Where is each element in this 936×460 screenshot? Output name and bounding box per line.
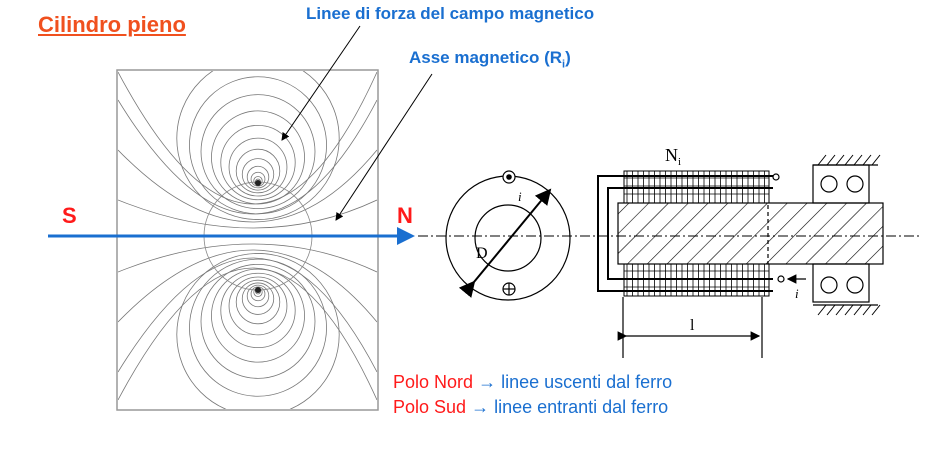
ground-hatch xyxy=(844,304,854,316)
diameter-label: D xyxy=(476,245,488,262)
axis-label-sub: i xyxy=(562,58,566,71)
field-line xyxy=(118,267,377,401)
note-text: linee uscenti dal ferro xyxy=(501,372,673,392)
ground-hatch xyxy=(817,154,827,166)
field-line xyxy=(200,94,316,210)
length-label: l xyxy=(690,317,695,334)
ground-hatch xyxy=(817,304,827,316)
field-line xyxy=(250,171,266,187)
ground-hatch xyxy=(826,304,836,316)
axis-label-close: ) xyxy=(565,48,571,67)
north-pole-label: N xyxy=(397,203,413,228)
field-lines-pointer xyxy=(281,25,361,141)
axis-label-text: Asse magnetico (R xyxy=(409,48,563,67)
field-line xyxy=(176,71,340,220)
field-line xyxy=(250,286,266,302)
ground-hatch xyxy=(844,154,854,166)
field-line xyxy=(118,257,377,373)
note-text: linee entranti dal ferro xyxy=(494,397,669,417)
field-line xyxy=(228,276,288,336)
field-lines-label: Linee di forza del campo magnetico xyxy=(306,4,595,23)
field-line xyxy=(235,279,281,325)
field-line xyxy=(241,158,275,191)
magnetic-axis-label: Asse magnetico (Ri) xyxy=(409,48,571,70)
field-line xyxy=(220,124,296,201)
field-line xyxy=(241,282,275,315)
field-line xyxy=(200,263,316,379)
field-line xyxy=(235,148,281,194)
field-line xyxy=(189,258,327,397)
ground-hatch xyxy=(862,154,872,166)
field-line xyxy=(176,253,340,409)
north-pole-note: Polo Nord → linee uscenti dal ferro xyxy=(393,372,672,393)
ground-hatch xyxy=(871,154,881,166)
rotor-side-view xyxy=(597,154,884,358)
rotor-cross-section xyxy=(445,170,571,301)
field-line xyxy=(211,268,305,363)
south-pole-note: Polo Sud → linee entranti dal ferro xyxy=(393,397,668,418)
field-line xyxy=(246,165,270,189)
field-line xyxy=(228,137,288,197)
field-line xyxy=(118,149,377,223)
current-label-section: i xyxy=(518,189,522,204)
south-pole-label: S xyxy=(62,203,77,228)
ground-hatch xyxy=(835,154,845,166)
slide-title: Cilindro pieno xyxy=(38,12,186,37)
note-pole: Polo Nord xyxy=(393,372,474,392)
ground-hatch xyxy=(862,304,872,316)
ground-hatch xyxy=(871,304,881,316)
ground-hatch xyxy=(853,304,863,316)
field-line xyxy=(118,249,377,323)
field-line xyxy=(246,284,270,308)
field-lines-figure xyxy=(116,69,379,411)
current-label-side: i xyxy=(795,286,799,301)
arrow-icon: → xyxy=(478,372,497,392)
field-line xyxy=(118,199,377,229)
turns-label: Ni xyxy=(665,145,681,168)
field-line xyxy=(220,272,296,349)
ground-hatch xyxy=(835,304,845,316)
arrow-icon: → xyxy=(471,397,490,417)
axis-pointer xyxy=(335,73,433,221)
field-line xyxy=(118,243,377,273)
ground-hatch xyxy=(826,154,836,166)
field-line xyxy=(118,71,377,205)
field-line xyxy=(118,99,377,215)
ground-hatch xyxy=(853,154,863,166)
note-pole: Polo Sud xyxy=(393,397,467,417)
